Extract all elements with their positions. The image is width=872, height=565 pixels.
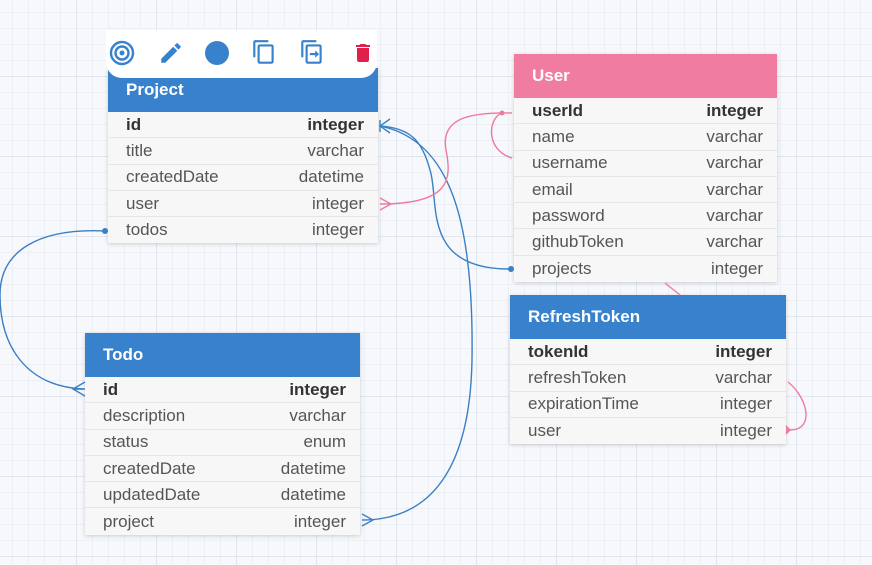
column-row[interactable]: username varchar xyxy=(514,151,777,177)
copy-to-icon[interactable] xyxy=(297,38,327,68)
table-todo[interactable]: Todo id integer description varchar status en… xyxy=(85,333,360,535)
table-title: Project xyxy=(126,80,184,99)
edge-todo-project-project-id[interactable] xyxy=(361,125,473,521)
column-row[interactable]: todos integer xyxy=(108,217,378,243)
color-circle-icon[interactable] xyxy=(202,38,232,68)
column-type: integer xyxy=(312,193,364,213)
column-name: user xyxy=(126,193,160,213)
column-name: status xyxy=(103,432,149,452)
focus-target-icon[interactable] xyxy=(107,38,137,68)
column-type: datetime xyxy=(280,458,346,478)
column-name: project xyxy=(103,511,155,531)
column-type: integer xyxy=(706,100,763,120)
column-type: varchar xyxy=(706,153,763,173)
column-name: id xyxy=(103,379,119,399)
column-name: username xyxy=(532,153,608,173)
column-name: user xyxy=(528,421,562,441)
edge-project-user-user-id[interactable] xyxy=(379,112,513,205)
column-type: varchar xyxy=(715,367,772,387)
column-row[interactable]: tokenId integer xyxy=(510,339,786,366)
column-type: varchar xyxy=(706,205,763,225)
column-row[interactable]: description varchar xyxy=(85,403,360,430)
column-type: integer xyxy=(307,114,364,134)
edge-user-self-loop[interactable] xyxy=(490,112,513,159)
edge-endpoint-dot xyxy=(499,110,505,116)
column-name: updatedDate xyxy=(103,484,201,504)
column-name: userId xyxy=(532,100,584,120)
column-type: varchar xyxy=(706,232,763,252)
column-type: integer xyxy=(289,379,346,399)
column-row[interactable]: user integer xyxy=(108,191,378,218)
column-type: integer xyxy=(715,341,772,361)
column-name: name xyxy=(532,126,575,146)
delete-trash-icon[interactable] xyxy=(348,38,378,68)
column-row[interactable]: status enum xyxy=(85,430,360,456)
column-row[interactable]: createdDate datetime xyxy=(108,165,378,191)
column-type: datetime xyxy=(298,167,364,187)
crowfoot-marker xyxy=(71,381,86,397)
column-row[interactable]: project integer xyxy=(85,508,360,534)
crowfoot-marker xyxy=(361,513,375,527)
column-name: expirationTime xyxy=(528,394,639,414)
column-row[interactable]: githubToken varchar xyxy=(514,229,777,256)
column-type: integer xyxy=(711,258,763,278)
edge-user-projects-project-id[interactable] xyxy=(379,125,512,270)
duplicate-icon[interactable] xyxy=(249,38,279,68)
column-name: description xyxy=(103,405,186,425)
column-row[interactable]: password varchar xyxy=(514,203,777,230)
table-header[interactable]: User xyxy=(514,54,777,98)
column-row[interactable]: updatedDate datetime xyxy=(85,482,360,509)
column-row[interactable]: projects integer xyxy=(514,256,777,282)
column-name: githubToken xyxy=(532,232,624,252)
column-name: password xyxy=(532,205,605,225)
column-type: varchar xyxy=(289,405,346,425)
column-name: refreshToken xyxy=(528,367,627,387)
column-type: varchar xyxy=(307,140,364,160)
column-type: integer xyxy=(720,394,772,414)
column-name: createdDate xyxy=(103,458,196,478)
edge-refreshtoken-user-user-stub xyxy=(664,282,681,296)
column-type: enum xyxy=(303,432,346,452)
column-row[interactable]: name varchar xyxy=(514,124,777,151)
column-type: integer xyxy=(720,421,772,441)
column-row[interactable]: id integer xyxy=(108,112,378,139)
column-row[interactable]: email varchar xyxy=(514,177,777,204)
column-name: title xyxy=(126,140,153,160)
column-name: projects xyxy=(532,258,592,278)
table-title: User xyxy=(532,66,570,85)
table-toolbar xyxy=(106,30,377,78)
table-refresh-token[interactable]: RefreshToken tokenId integer refreshToken v… xyxy=(510,295,786,445)
table-project[interactable]: Project id integer title varchar createdDate… xyxy=(108,68,378,244)
column-name: createdDate xyxy=(126,167,219,187)
column-row[interactable]: user integer xyxy=(510,418,786,444)
column-name: id xyxy=(126,114,142,134)
table-header[interactable]: Todo xyxy=(85,333,360,377)
column-name: tokenId xyxy=(528,341,589,361)
column-type: varchar xyxy=(706,179,763,199)
table-header[interactable]: RefreshToken xyxy=(510,295,786,339)
edge-refreshtoken-user-user[interactable] xyxy=(787,381,807,431)
column-type: varchar xyxy=(706,126,763,146)
column-row[interactable]: refreshToken varchar xyxy=(510,365,786,392)
column-row[interactable]: createdDate datetime xyxy=(85,456,360,483)
column-row[interactable]: expirationTime integer xyxy=(510,392,786,418)
edit-pencil-icon[interactable] xyxy=(156,38,186,68)
column-row[interactable]: title varchar xyxy=(108,138,378,165)
table-title: Todo xyxy=(103,345,144,364)
column-row[interactable]: id integer xyxy=(85,377,360,404)
table-title: RefreshToken xyxy=(528,307,641,326)
column-name: todos xyxy=(126,220,168,240)
column-type: integer xyxy=(312,220,364,240)
column-type: datetime xyxy=(280,484,346,504)
column-row[interactable]: userId integer xyxy=(514,98,777,125)
crowfoot-marker xyxy=(379,197,393,211)
column-name: email xyxy=(532,179,573,199)
column-type: integer xyxy=(294,511,346,531)
table-user[interactable]: User userId integer name varchar username var… xyxy=(514,54,777,283)
crowfoot-marker xyxy=(785,425,791,435)
crowfoot-marker xyxy=(378,118,391,134)
